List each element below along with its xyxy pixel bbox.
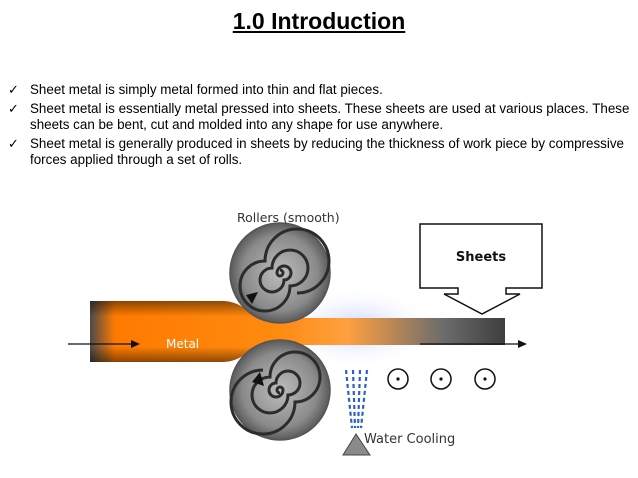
- metal-shading: [90, 301, 505, 362]
- rotation-arrow-icon: [246, 292, 258, 304]
- bullet-item: ✓ Sheet metal is simply metal formed int…: [8, 82, 630, 99]
- arrow-head-icon: [518, 340, 527, 348]
- checkmark-icon: ✓: [8, 100, 19, 116]
- bullet-text: Sheet metal is generally produced in she…: [30, 135, 624, 168]
- bullet-text: Sheet metal is simply metal formed into …: [30, 82, 383, 97]
- bullet-item: ✓ Sheet metal is essentially metal press…: [8, 101, 630, 134]
- sheets-callout: [419, 223, 543, 315]
- rotation-arrow-icon: [252, 372, 264, 386]
- metal-label: Metal: [166, 337, 199, 351]
- water-cooling-label: Water Cooling: [364, 432, 455, 447]
- bullet-text: Sheet metal is essentially metal pressed…: [30, 100, 630, 133]
- slide-title: 1.0 Introduction: [232, 8, 406, 34]
- rolling-process-diagram: Rollers (smooth) Sheets Metal Water Cool…: [68, 210, 543, 456]
- support-rollers: [387, 368, 496, 390]
- sheets-label: Sheets: [456, 250, 506, 265]
- checkmark-icon: ✓: [8, 135, 19, 151]
- water-nozzle-icon: [342, 433, 371, 456]
- top-roller: [229, 222, 331, 324]
- water-spray: [344, 369, 369, 429]
- checkmark-icon: ✓: [8, 82, 19, 97]
- rollers-label: Rollers (smooth): [237, 210, 340, 225]
- bullet-item: ✓ Sheet metal is generally produced in s…: [8, 136, 630, 169]
- bottom-roller: [229, 339, 331, 441]
- bullet-list: ✓ Sheet metal is simply metal formed int…: [8, 82, 630, 171]
- arrow-head-icon: [131, 340, 140, 348]
